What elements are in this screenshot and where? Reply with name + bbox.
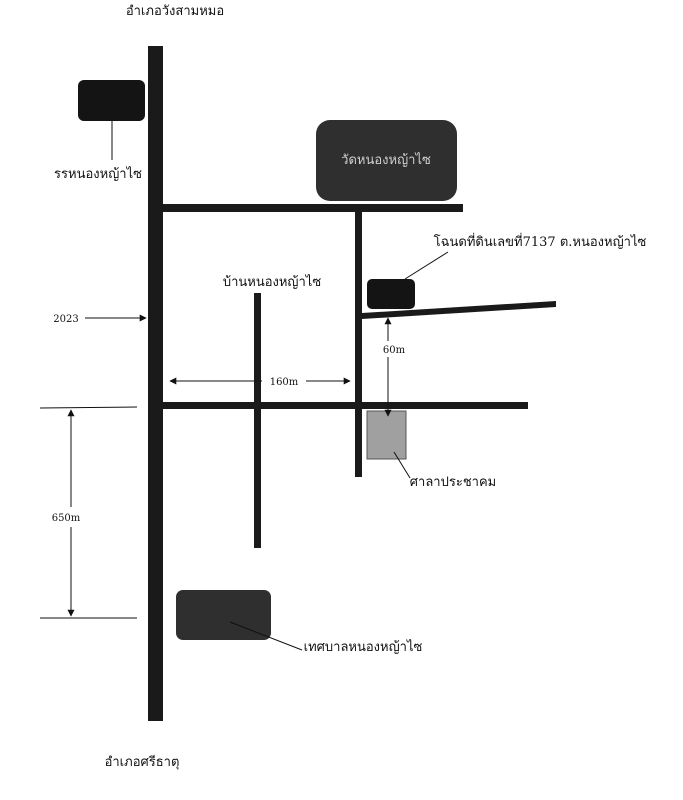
- upper-road: [163, 204, 463, 212]
- middle-road: [163, 402, 528, 409]
- municipality-leader-line: [229, 621, 303, 651]
- land-plot-marker: [367, 279, 415, 309]
- village-road: [254, 293, 261, 548]
- dimension-650m-top-extension: [39, 406, 138, 409]
- community-hall-building: [366, 410, 407, 460]
- plot-road: [362, 301, 556, 319]
- school-building: [78, 80, 145, 121]
- hall-leader-line: [393, 451, 411, 479]
- temple-building: [316, 120, 457, 201]
- municipality-label: เทศบาลหนองหญ้าไซ: [304, 639, 423, 655]
- dimension-160m-label: 160m: [270, 377, 299, 388]
- village-label: บ้านหนองหญ้าไซ: [223, 274, 322, 290]
- dimension-650m-label: 650m: [52, 513, 81, 524]
- main-road-2023: [148, 46, 163, 721]
- road-number-label: 2023: [53, 314, 78, 325]
- municipality-building: [176, 590, 271, 640]
- side-road-east: [355, 212, 362, 477]
- dimension-60m-label: 60m: [383, 345, 406, 356]
- school-label: รรหนองหญ้าไซ: [54, 166, 142, 182]
- community-hall-label: ศาลาประชาคม: [410, 475, 496, 490]
- north-district-label: อำเภอวังสามหมอ: [126, 4, 224, 19]
- south-district-label: อำเภอศรีธาตุ: [105, 754, 180, 770]
- temple-label: วัดหนองหญ้าไซ: [341, 152, 431, 168]
- land-deed-leader-line: [404, 251, 449, 280]
- land-deed-label: โฉนดที่ดินเลขที่7137 ต.หนองหญ้าไซ: [434, 233, 647, 250]
